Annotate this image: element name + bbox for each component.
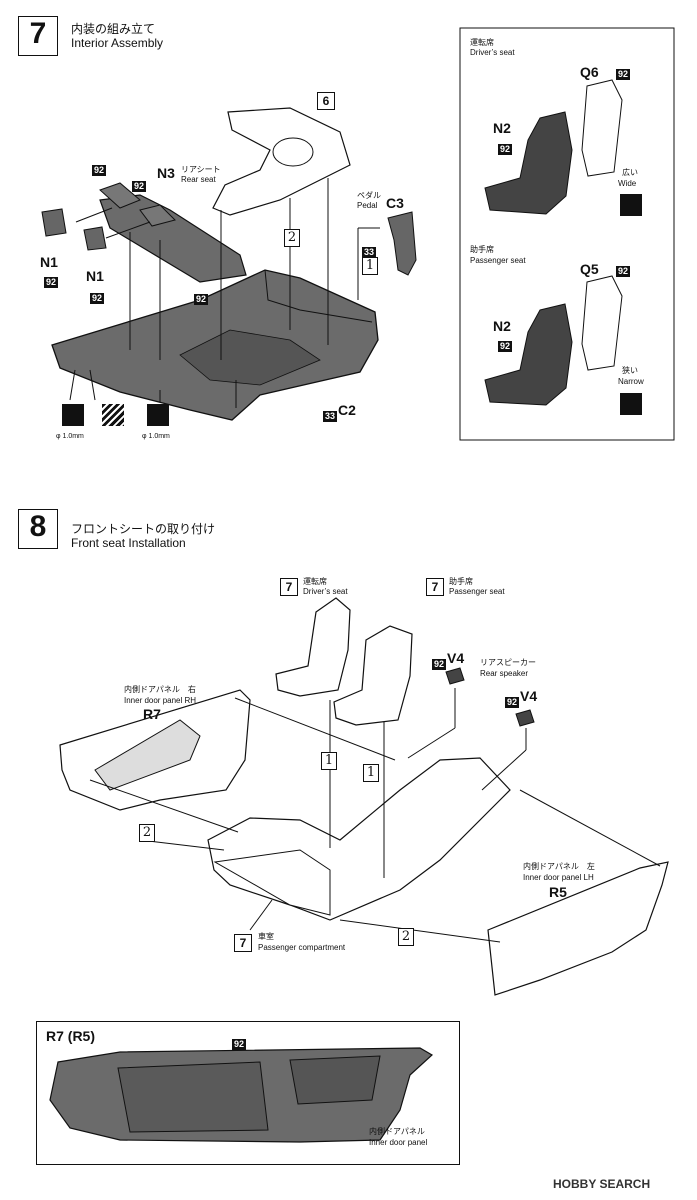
pedal-en: Pedal — [357, 201, 378, 210]
door-panel-detail-box — [36, 1021, 460, 1165]
step-8-title-jp: フロントシートの取り付け — [71, 522, 216, 536]
detail-paint-92: 92 — [232, 1039, 247, 1050]
driver-seat-jp: 運転席 — [303, 577, 327, 586]
step-7-ref-box-6: 6 — [317, 92, 335, 110]
pedal-code: C3 — [386, 195, 404, 211]
passenger-seat-jp: 助手席 — [449, 577, 473, 586]
driver-seat-en: Driver’s seat — [303, 587, 348, 596]
lh-panel-jp: 内側ドアパネル 左 — [523, 862, 595, 871]
v4b-paint: 92 — [505, 697, 520, 708]
rear-seat-paint-92b: 92 — [132, 181, 147, 192]
v4a-paint: 92 — [432, 659, 447, 670]
drill-icon-a — [62, 404, 84, 426]
n1-right-paint: 92 — [90, 293, 105, 304]
inset-n2a: N2 — [493, 120, 511, 136]
inset-n2a-paint: 92 — [498, 144, 513, 155]
n1-left-paint: 92 — [44, 277, 59, 288]
drill-size-b: φ 1.0mm — [142, 433, 170, 440]
n1-left-code: N1 — [40, 254, 58, 270]
pedal-jp: ペダル — [357, 191, 381, 200]
driver-seat-ref: 7 — [280, 578, 298, 596]
inset-q5: Q5 — [580, 261, 599, 277]
compartment-en: Passenger compartment — [258, 943, 346, 952]
step-7-title-jp: 内装の組み立て — [71, 22, 156, 36]
inset-n2b-paint: 92 — [498, 341, 513, 352]
rh-panel-sub-2: 2 — [139, 824, 155, 842]
compartment-ref: 7 — [234, 934, 252, 952]
rh-panel-code: R7 — [143, 706, 161, 722]
speaker-en: Rear speaker — [480, 669, 529, 678]
step-8-number: 8 — [29, 510, 47, 543]
inset-q5-paint: 92 — [616, 266, 631, 277]
step-7-number-box — [18, 16, 58, 56]
passenger-seat-ref: 7 — [426, 578, 444, 596]
inset-q6: Q6 — [580, 64, 599, 80]
v4a-code: V4 — [447, 650, 465, 666]
floor-code: C2 — [338, 402, 356, 418]
lh-panel-sub-2: 2 — [398, 928, 414, 946]
rear-seat-en: Rear seat — [181, 175, 216, 184]
pedal-paint-33: 33 — [362, 247, 377, 258]
drill-size-a: φ 1.0mm — [56, 433, 84, 440]
paint-icon-a — [102, 404, 124, 426]
lh-panel-code: R5 — [549, 884, 567, 900]
driver-seat-sub-1: 1 — [321, 752, 337, 770]
inset-driver-en: Driver’s seat — [470, 48, 515, 57]
lh-panel-en: Inner door panel LH — [523, 873, 594, 882]
inset-n2b: N2 — [493, 318, 511, 334]
rear-seat-bottom-paint: 92 — [194, 294, 209, 305]
detail-jp: 内側ドアパネル — [369, 1127, 425, 1136]
speaker-jp: リアスピーカー — [480, 658, 536, 667]
compartment-jp: 車室 — [258, 932, 274, 941]
passenger-seat-en: Passenger seat — [449, 587, 505, 596]
rh-panel-jp: 内側ドアパネル 右 — [124, 685, 196, 694]
step-7-title-en: Interior Assembly — [71, 36, 164, 50]
n1-right-code: N1 — [86, 268, 104, 284]
inset-narrow-jp: 狭い — [622, 366, 638, 375]
inset-q6-paint: 92 — [616, 69, 631, 80]
inset-narrow-en: Narrow — [618, 377, 644, 386]
inset-wide-en: Wide — [618, 179, 637, 188]
floor-paint-33: 33 — [323, 411, 338, 422]
rh-panel-en: Inner door panel RH — [124, 696, 197, 705]
inset-passenger-jp: 助手席 — [470, 245, 494, 254]
rear-seat-paint-92: 92 — [92, 165, 107, 176]
hobby-search-watermark: HOBBY SEARCH — [553, 1177, 651, 1191]
inset-wide-jp: 広い — [622, 168, 638, 177]
inset-passenger-en: Passenger seat — [470, 256, 526, 265]
passenger-seat-sub-1: 1 — [363, 764, 379, 782]
glue-icon-wide — [620, 194, 642, 216]
rear-seat-jp: リアシート — [181, 165, 221, 174]
detail-title: R7 (R5) — [46, 1028, 96, 1044]
detail-en: Inner door panel — [369, 1138, 428, 1147]
glue-icon-narrow — [620, 393, 642, 415]
dashboard-sub-2: 2 — [284, 229, 300, 247]
step-8-title-en: Front seat Installation — [71, 536, 186, 550]
step-8-number-box — [18, 509, 58, 549]
inset-driver-jp: 運転席 — [470, 38, 494, 47]
pedal-sub-1: 1 — [362, 257, 378, 275]
step-7-number: 7 — [29, 17, 47, 50]
drill-icon-b — [147, 404, 169, 426]
v4b-code: V4 — [520, 688, 538, 704]
rear-seat-code: N3 — [157, 165, 175, 181]
